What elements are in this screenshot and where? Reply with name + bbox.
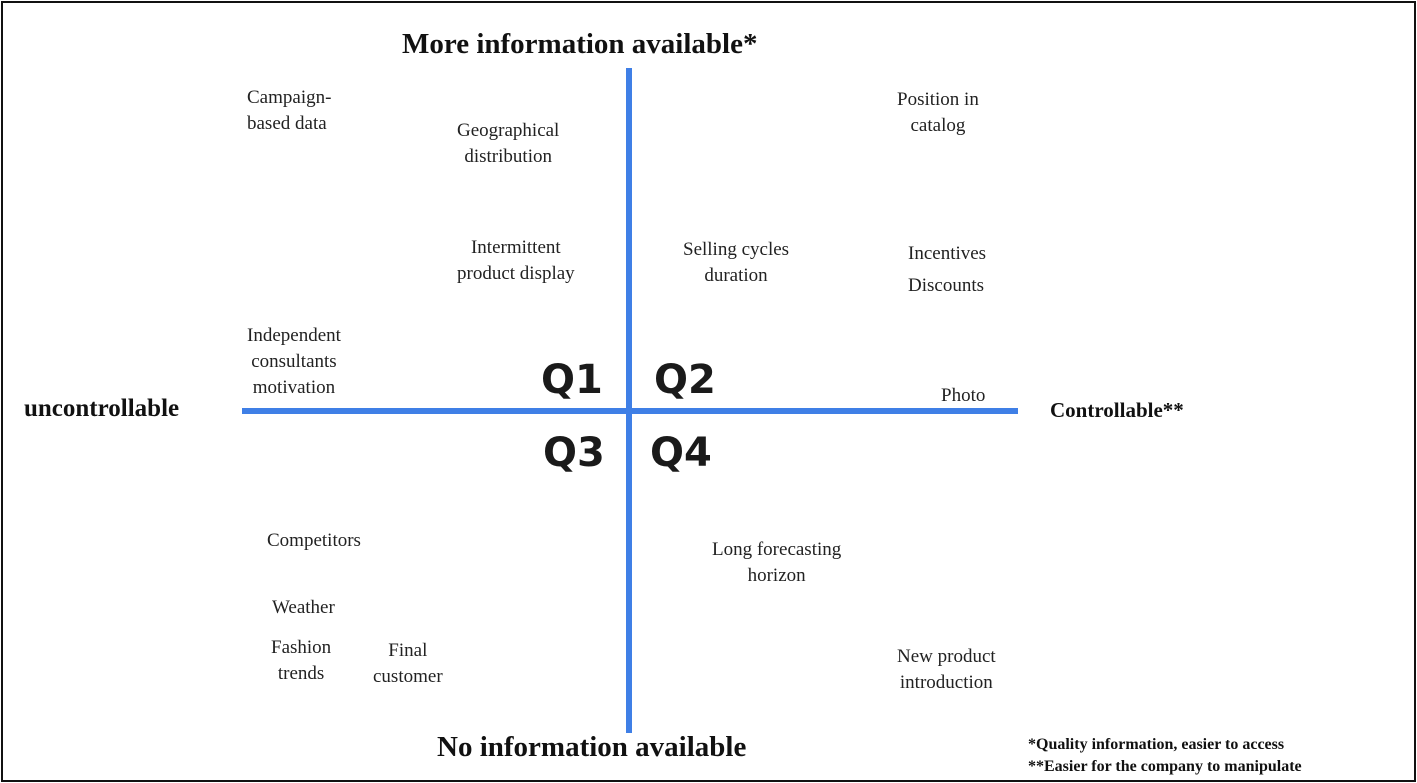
footnote-quality-information: *Quality information, easier to access <box>1028 736 1285 753</box>
factor-long-forecasting-horizon: Long forecasting horizon <box>712 539 842 586</box>
factor-geographical-distribution: Geographical distribution <box>457 120 560 167</box>
axis-label-no-information: No information available <box>437 731 747 763</box>
factor-independent-consultants-motivation: Independent consultants motivation <box>247 325 341 398</box>
factor-photo: Photo <box>941 385 986 406</box>
axis-label-uncontrollable: uncontrollable <box>24 395 180 422</box>
factor-selling-cycles-duration: Selling cycles duration <box>683 239 790 286</box>
factor-position-in-catalog: Position in catalog <box>897 89 979 136</box>
factor-final-customer: Final customer <box>373 640 443 687</box>
axis-label-controllable: Controllable** <box>1050 398 1184 422</box>
axis-label-more-information: More information available* <box>402 28 758 60</box>
factor-incentives: Incentives <box>908 243 987 264</box>
quadrant-label-q2: Q2 <box>654 357 716 403</box>
factor-discounts: Discounts <box>908 275 984 296</box>
vertical-axis <box>626 68 632 733</box>
quadrant-label-q3: Q3 <box>543 430 605 476</box>
quadrant-label-q1: Q1 <box>541 357 603 403</box>
factor-intermittent-product-display: Intermittent product display <box>457 237 575 284</box>
factor-campaign-based-data: Campaign- based data <box>247 87 332 134</box>
quadrant-label-q4: Q4 <box>650 430 712 476</box>
horizontal-axis <box>242 408 1018 414</box>
factor-new-product-introduction: New product introduction <box>897 646 996 693</box>
factor-competitors: Competitors <box>267 530 361 551</box>
footnote-easier-to-manipulate: **Easier for the company to manipulate <box>1028 758 1302 775</box>
factor-fashion-trends: Fashion trends <box>271 637 332 684</box>
factor-weather: Weather <box>272 597 335 618</box>
